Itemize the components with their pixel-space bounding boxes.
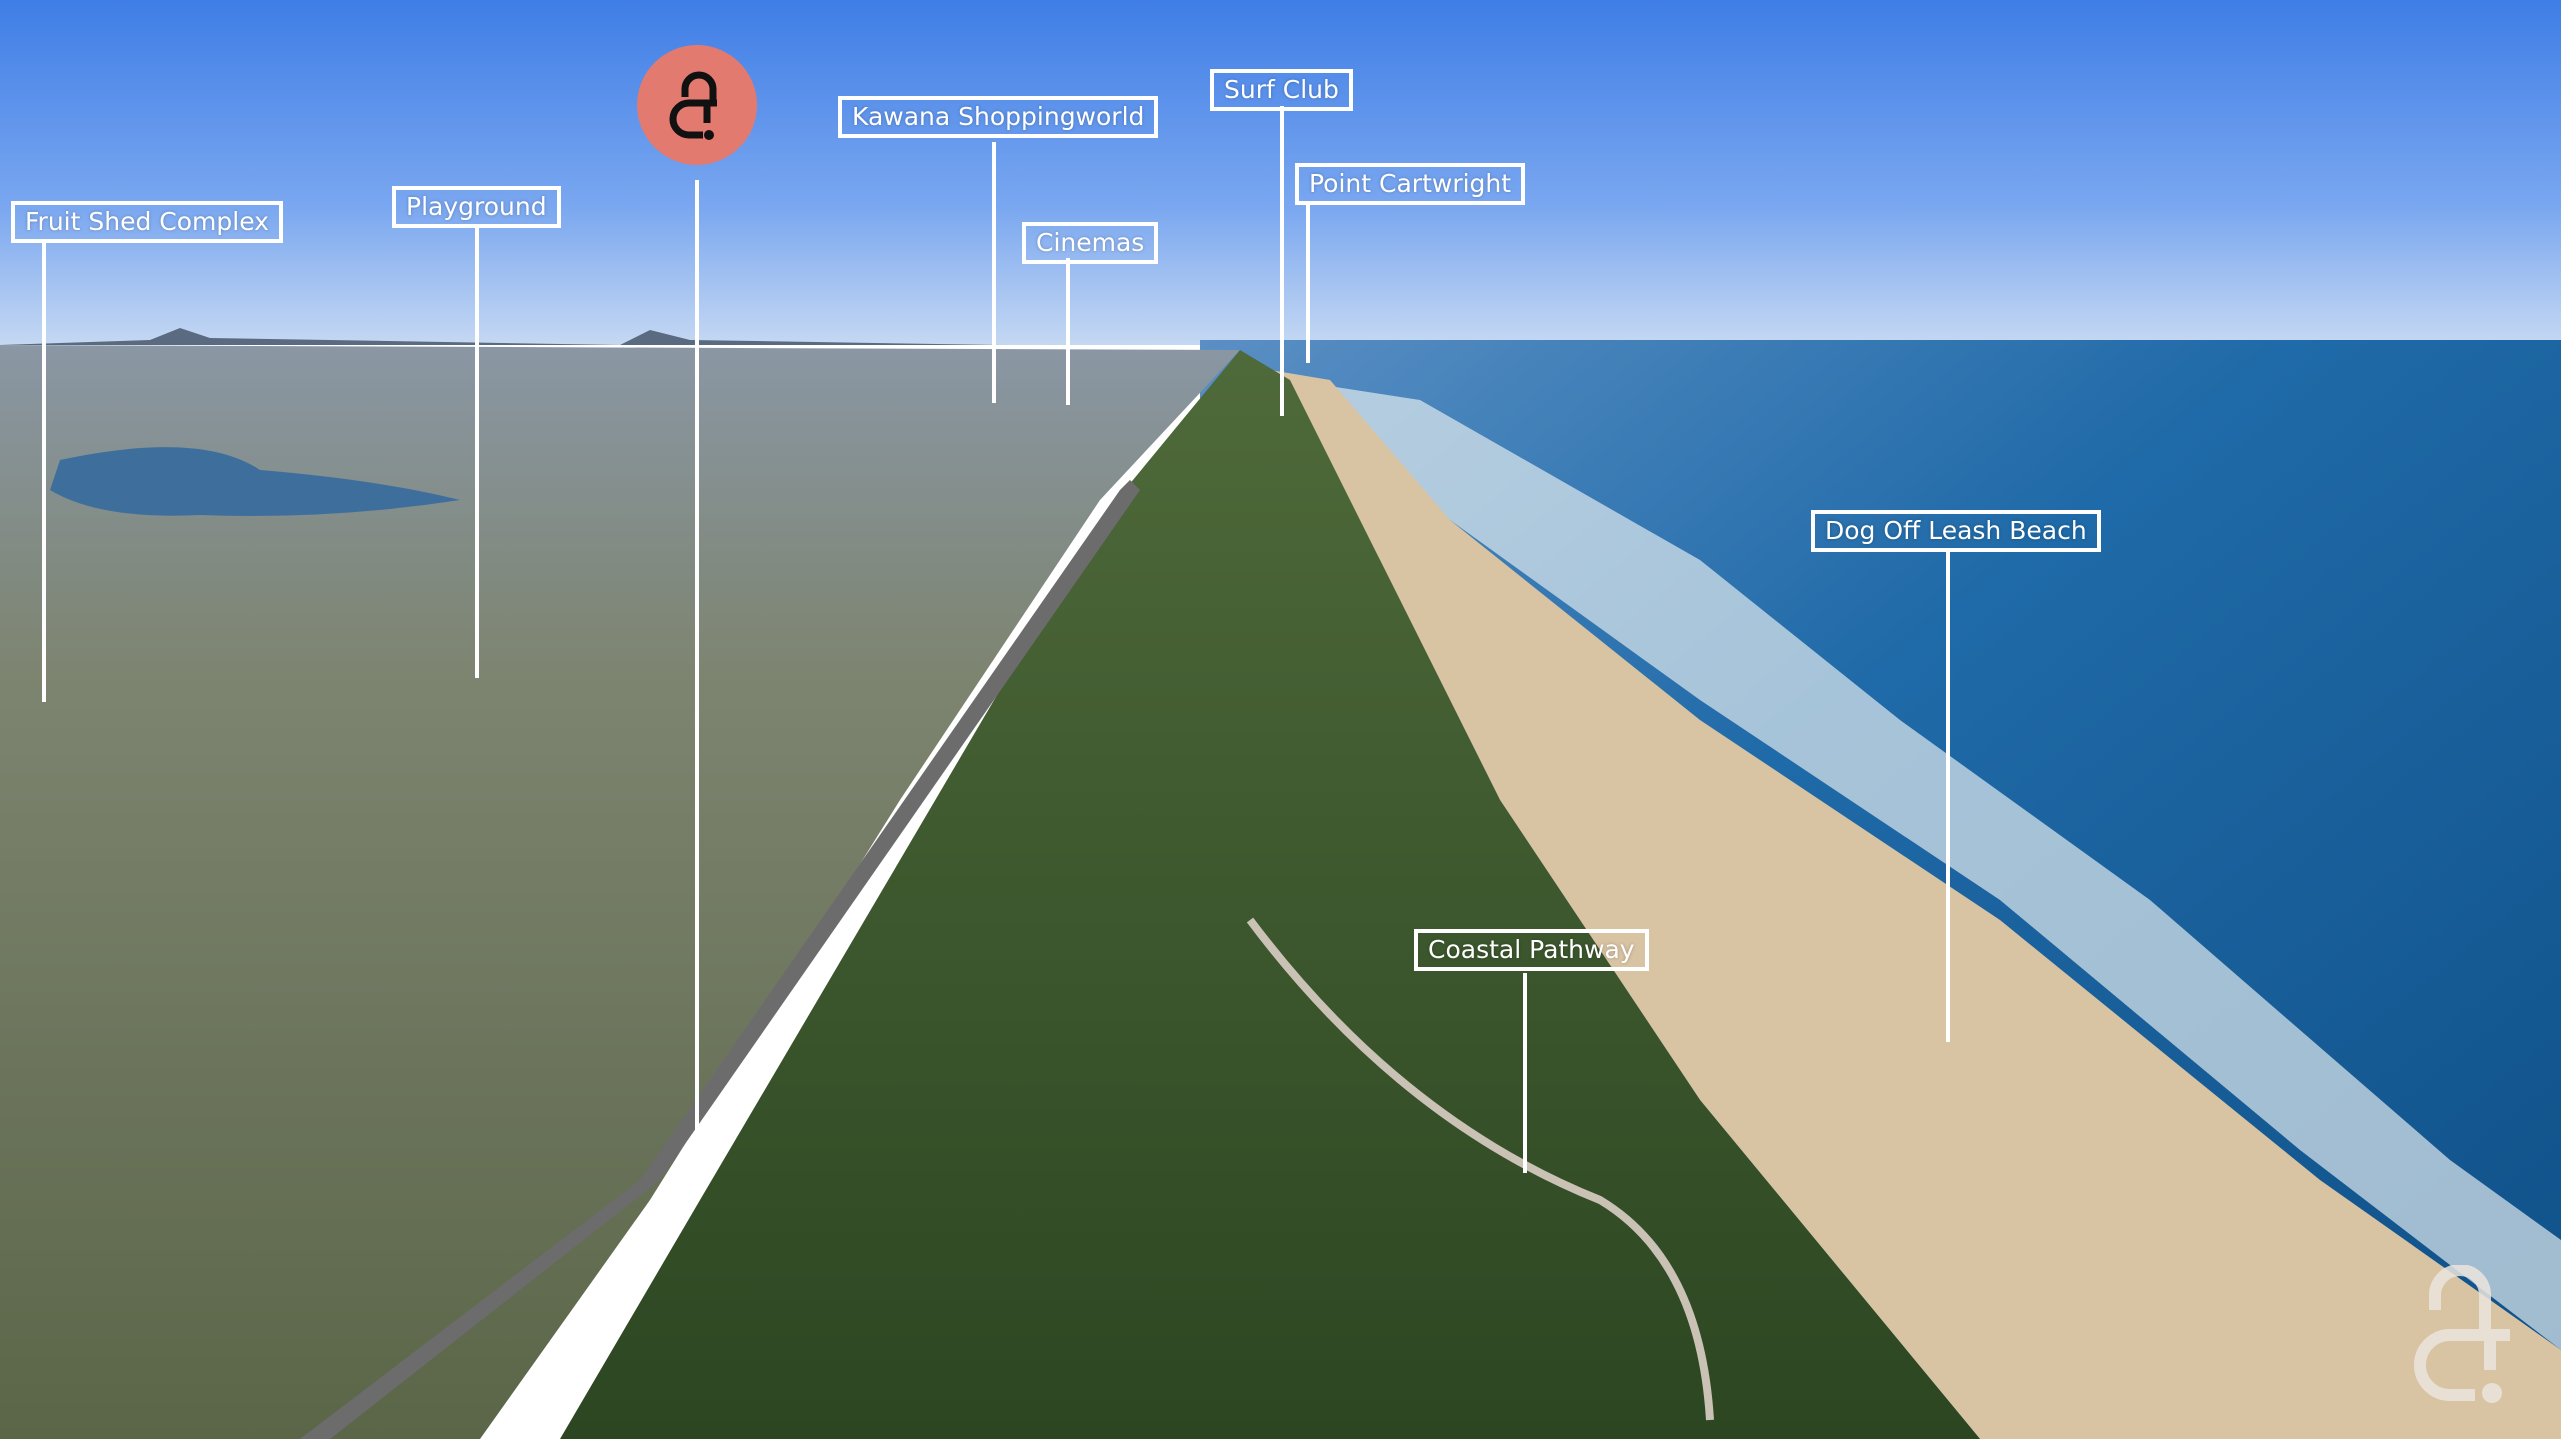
brand-watermark-icon: [2414, 1265, 2510, 1403]
pointer-line: [1066, 258, 1070, 405]
pointer-line: [42, 243, 46, 702]
coastal-path: [1246, 917, 1714, 1421]
label-playground: Playground: [392, 186, 561, 228]
distant-hills: [0, 328, 1000, 345]
pointer-line: [1946, 552, 1950, 1042]
label-dog-off-leash-beach: Dog Off Leash Beach: [1811, 510, 2101, 552]
pointer-line: [695, 180, 699, 1163]
label-coastal-pathway: Coastal Pathway: [1414, 929, 1649, 971]
pointer-line: [992, 142, 996, 403]
suburb: [0, 345, 1240, 1439]
label-kawana-shoppingworld: Kawana Shoppingworld: [838, 96, 1159, 138]
label-cinemas: Cinemas: [1022, 222, 1159, 264]
pointer-line: [475, 227, 479, 678]
beach: [1270, 370, 2561, 1439]
surf: [1290, 380, 2561, 1350]
pointer-line: [1306, 203, 1310, 363]
pointer-line: [1523, 973, 1527, 1173]
label-point-cartwright: Point Cartwright: [1295, 163, 1526, 205]
river: [50, 447, 460, 516]
pointer-line: [1280, 106, 1284, 416]
bushland: [560, 350, 1980, 1439]
label-surf-club: Surf Club: [1210, 69, 1353, 111]
brand-logo-marker: [637, 45, 757, 165]
brand-logo-icon: [669, 71, 717, 140]
label-fruit-shed-complex: Fruit Shed Complex: [11, 201, 283, 243]
